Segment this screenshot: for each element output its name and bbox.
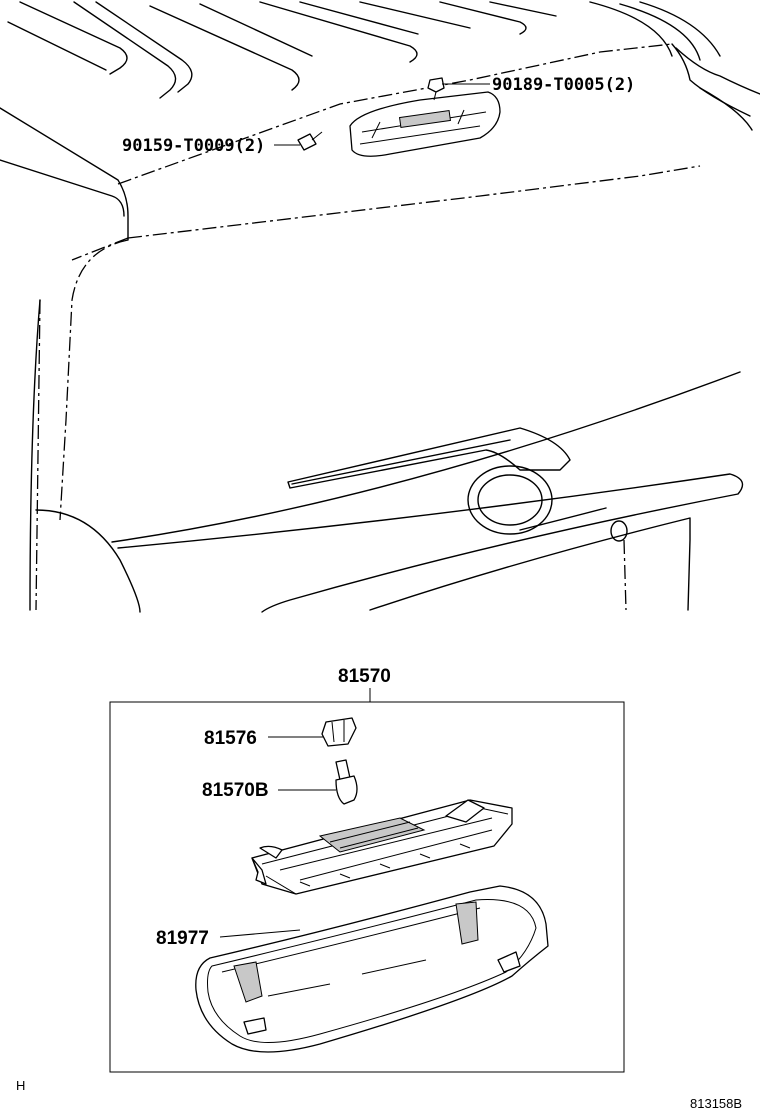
rear-wiper	[287, 427, 571, 489]
vehicle-rear-view	[0, 1, 760, 613]
callout-clip: 90189-T0005(2)	[492, 75, 635, 95]
assembly-box	[109, 701, 625, 1073]
roof-edge	[117, 43, 673, 185]
callout-socket: 81576	[204, 728, 257, 749]
mounted-stop-lamp	[349, 91, 501, 157]
d-pillar-left	[0, 107, 129, 241]
stop-lamp-body	[251, 799, 513, 895]
footer-mark: H	[16, 1078, 25, 1093]
bulb-socket	[321, 717, 357, 747]
callout-screw: 90159-T0009(2)	[122, 136, 265, 156]
leader-cover	[219, 929, 301, 938]
rear-glass-left	[59, 239, 129, 521]
glass-bottom-edge	[111, 371, 741, 543]
tailgate-garnish	[117, 473, 744, 613]
rear-glass-top	[127, 165, 701, 239]
lamp-cover	[195, 885, 549, 1053]
quarter-panel-left	[35, 509, 141, 613]
callout-assembly: 81570	[338, 666, 391, 687]
screw-fastener	[297, 131, 323, 151]
diagram-id: 813158B	[690, 1096, 742, 1111]
callout-bulb: 81570B	[202, 780, 269, 801]
callout-cover: 81977	[156, 928, 209, 949]
clip-fastener	[427, 77, 445, 101]
wiper-boss-outer	[467, 465, 553, 535]
wiper-boss-inner	[477, 474, 543, 526]
keyhole	[610, 520, 628, 542]
wedge-bulb	[335, 759, 358, 805]
roof-rails	[7, 1, 721, 99]
